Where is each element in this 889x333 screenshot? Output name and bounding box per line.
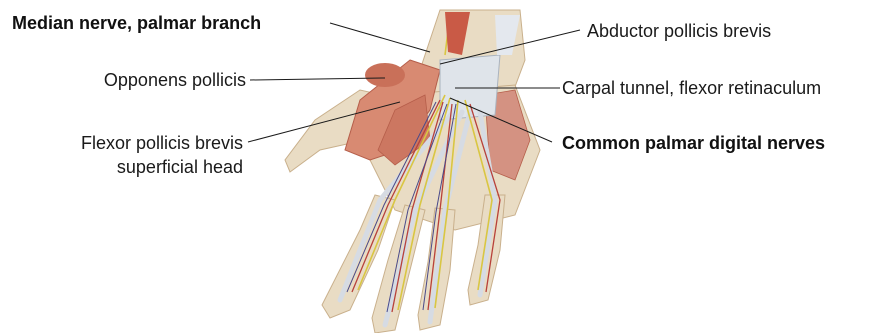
label-common-palmar-digital-nerves: Common palmar digital nerves xyxy=(562,133,825,154)
label-abductor-pollicis-brevis: Abductor pollicis brevis xyxy=(587,21,771,42)
label-carpal-tunnel: Carpal tunnel, flexor retinaculum xyxy=(562,78,821,99)
opponens-muscle xyxy=(365,63,405,87)
label-superficial-head: superficial head xyxy=(30,157,243,178)
label-opponens-pollicis: Opponens pollicis xyxy=(62,70,246,91)
label-median-nerve-palmar-branch: Median nerve, palmar branch xyxy=(12,13,261,34)
label-flexor-pollicis-brevis: Flexor pollicis brevis xyxy=(30,133,243,154)
